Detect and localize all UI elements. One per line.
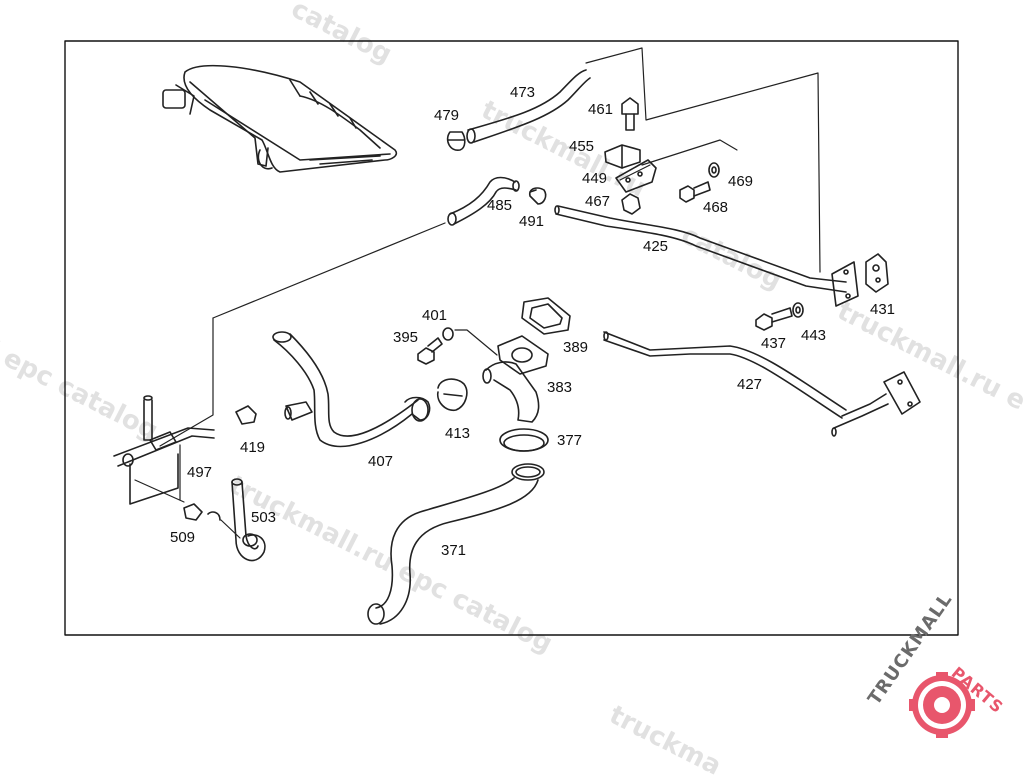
clamp-479 bbox=[446, 131, 466, 151]
callout-455: 455 bbox=[569, 138, 594, 155]
callout-395: 395 bbox=[393, 329, 418, 346]
logo-text-accent: PARTS bbox=[947, 663, 1008, 718]
callout-389: 389 bbox=[563, 339, 588, 356]
pipe-425 bbox=[554, 205, 847, 293]
callout-431: 431 bbox=[870, 301, 895, 318]
callout-407: 407 bbox=[368, 453, 393, 470]
callout-509: 509 bbox=[170, 529, 195, 546]
callout-497: 497 bbox=[187, 464, 212, 481]
callout-503: 503 bbox=[251, 509, 276, 526]
callout-425: 425 bbox=[643, 238, 668, 255]
washer-443 bbox=[792, 302, 804, 318]
callout-371: 371 bbox=[441, 542, 466, 559]
callout-449: 449 bbox=[582, 170, 607, 187]
callout-401: 401 bbox=[422, 307, 447, 324]
hose-connector bbox=[284, 401, 313, 421]
callout-467: 467 bbox=[585, 193, 610, 210]
hose-371 bbox=[367, 463, 545, 625]
callout-491: 491 bbox=[519, 213, 544, 230]
clamp-509 bbox=[183, 503, 221, 521]
callout-labels: 473 479 461 455 449 469 467 468 485 491 … bbox=[170, 84, 895, 559]
gasket-431 bbox=[865, 253, 889, 293]
callout-413: 413 bbox=[445, 425, 470, 442]
hose-503 bbox=[231, 478, 266, 562]
truckmall-gear-icon bbox=[909, 672, 975, 738]
bolt-395 bbox=[417, 337, 443, 365]
callout-427: 427 bbox=[737, 376, 762, 393]
nut-467 bbox=[621, 193, 641, 215]
callout-377: 377 bbox=[557, 432, 582, 449]
callout-461: 461 bbox=[588, 101, 613, 118]
bracket-449 bbox=[615, 159, 657, 193]
manifold-497 bbox=[113, 395, 215, 505]
radiator-tank-assembly bbox=[162, 64, 398, 173]
bolt-461 bbox=[621, 97, 639, 131]
clip-419 bbox=[235, 405, 257, 425]
clamp-413 bbox=[436, 378, 468, 412]
hose-473 bbox=[466, 69, 591, 144]
clamp-491 bbox=[528, 187, 547, 205]
diagram-frame bbox=[64, 40, 959, 636]
clamp-377 bbox=[499, 428, 549, 452]
callout-383: 383 bbox=[547, 379, 572, 396]
callout-485: 485 bbox=[487, 197, 512, 214]
housing-383 bbox=[482, 335, 549, 423]
callout-468: 468 bbox=[703, 199, 728, 216]
callout-443: 443 bbox=[801, 327, 826, 344]
callout-419: 419 bbox=[240, 439, 265, 456]
flange-425 bbox=[831, 261, 859, 307]
bolt-468 bbox=[679, 181, 711, 203]
callout-437: 437 bbox=[761, 335, 786, 352]
callout-479: 479 bbox=[434, 107, 459, 124]
washer-469 bbox=[708, 162, 720, 178]
pipe-427 bbox=[603, 331, 921, 437]
gasket-389 bbox=[521, 297, 571, 335]
logo: TRUCKMALL PARTS bbox=[864, 589, 1014, 750]
hose-485 bbox=[447, 176, 520, 226]
washer-401 bbox=[442, 327, 454, 341]
leader-lines bbox=[134, 47, 821, 539]
callout-473: 473 bbox=[510, 84, 535, 101]
hose-407 bbox=[272, 331, 431, 448]
diagram-canvas: 473 479 461 455 449 469 467 468 485 491 … bbox=[64, 40, 975, 738]
clip-455 bbox=[604, 144, 641, 169]
callout-469: 469 bbox=[728, 173, 753, 190]
bolt-437 bbox=[755, 307, 793, 331]
